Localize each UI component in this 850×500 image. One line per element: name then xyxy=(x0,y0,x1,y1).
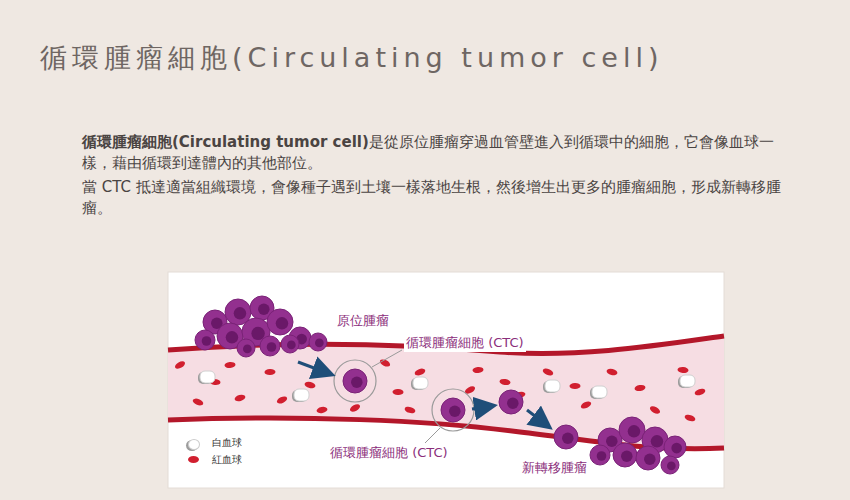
tumor-cell xyxy=(195,330,215,350)
red-blood-cell xyxy=(404,406,416,415)
legend-swatch xyxy=(188,456,199,463)
red-blood-cell xyxy=(694,387,706,396)
tumor-cell xyxy=(636,446,660,470)
cell-nucleus xyxy=(597,451,607,461)
tumor-cell xyxy=(664,436,686,458)
red-blood-cell xyxy=(569,383,580,389)
red-blood-cell xyxy=(224,362,235,369)
flow-arrow xyxy=(298,362,330,374)
legend-text: 白血球 xyxy=(212,436,242,450)
part-label: 原位腫瘤 xyxy=(335,312,391,330)
white-blood-cell xyxy=(200,371,215,383)
white-blood-cell xyxy=(592,386,607,398)
tumor-cell xyxy=(613,443,637,467)
tumor-cell xyxy=(260,336,280,356)
cell-nucleus xyxy=(315,339,324,348)
white-blood-cell xyxy=(294,389,309,401)
cell-nucleus xyxy=(351,376,363,388)
tumor-cell xyxy=(343,369,367,393)
cell-nucleus xyxy=(449,405,461,417)
cell-nucleus xyxy=(234,307,246,319)
red-blood-cell xyxy=(414,367,426,376)
cell-nucleus xyxy=(621,450,633,462)
page-title: 循環腫瘤細胞(Circulating tumor cell) xyxy=(40,40,664,76)
white-blood-cell xyxy=(545,380,560,392)
tumor-cell xyxy=(661,456,679,474)
red-blood-cell xyxy=(349,403,362,413)
ctc-ring xyxy=(334,360,376,402)
red-blood-cell xyxy=(606,368,618,376)
red-blood-cells xyxy=(174,358,706,423)
tumor-cell xyxy=(619,417,645,443)
part-label: 循環腫瘤細胞 (CTC) xyxy=(404,334,526,352)
tumor-cell xyxy=(554,425,578,449)
legend-swatch xyxy=(188,439,200,450)
tumor-cell xyxy=(237,339,255,357)
cell-nucleus xyxy=(258,303,270,315)
bold-term: 循環腫瘤細胞(Circulating tumor cell) xyxy=(82,133,369,151)
red-blood-cell xyxy=(304,381,316,389)
body-text: 當 CTC 抵達適當組織環境，會像種子遇到土壤一樣落地生根，然後增生出更多的腫瘤… xyxy=(82,177,782,219)
legend-text: 紅血球 xyxy=(212,453,242,467)
red-blood-cell xyxy=(276,395,289,405)
leader-line xyxy=(372,350,402,367)
cell-nucleus xyxy=(243,345,252,354)
tumor-cells xyxy=(195,296,686,474)
tumor-cell xyxy=(441,398,465,422)
red-blood-cell xyxy=(684,413,696,422)
cell-nucleus xyxy=(651,435,663,447)
cell-nucleus xyxy=(226,331,238,343)
cell-nucleus xyxy=(251,327,264,340)
red-blood-cell xyxy=(649,405,662,415)
red-blood-cell xyxy=(472,366,484,373)
red-blood-cell xyxy=(677,367,688,374)
tumor-cell xyxy=(281,335,299,353)
flow-arrow xyxy=(472,406,492,409)
leader-line xyxy=(425,428,440,443)
tumor-cell xyxy=(309,333,327,351)
red-blood-cell xyxy=(542,367,554,377)
red-blood-cell xyxy=(580,400,592,410)
cell-nucleus xyxy=(606,435,618,447)
ctc-ring xyxy=(432,389,474,431)
cell-nucleus xyxy=(267,342,277,352)
tumor-cell xyxy=(499,390,523,414)
red-blood-cell xyxy=(192,397,204,407)
flow-arrow xyxy=(527,410,548,426)
cell-nucleus xyxy=(667,462,676,471)
red-blood-cell xyxy=(316,406,328,414)
white-blood-cell xyxy=(413,377,428,389)
cell-nucleus xyxy=(671,443,682,454)
body-paragraph: 循環腫瘤細胞(Circulating tumor cell)是從原位腫瘤穿過血管… xyxy=(82,132,782,174)
vessel-lumen xyxy=(168,336,724,449)
white-blood-cell xyxy=(680,375,695,387)
cell-nucleus xyxy=(287,341,296,350)
red-blood-cell xyxy=(174,360,187,371)
part-label: 新轉移腫瘤 xyxy=(520,459,589,477)
cell-nucleus xyxy=(562,432,574,444)
red-blood-cell xyxy=(392,389,403,396)
tumor-cell xyxy=(267,309,293,335)
part-label: 循環腫瘤細胞 (CTC) xyxy=(328,444,450,462)
red-blood-cell xyxy=(234,394,246,403)
red-blood-cell xyxy=(499,378,511,385)
cell-nucleus xyxy=(507,397,519,409)
white-blood-cells xyxy=(198,371,695,402)
red-blood-cell xyxy=(264,369,275,375)
red-blood-cell xyxy=(634,384,646,392)
cell-nucleus xyxy=(202,336,212,346)
cell-nucleus xyxy=(628,425,640,437)
cell-nucleus xyxy=(644,453,656,465)
cell-nucleus xyxy=(276,317,288,329)
tumor-cell xyxy=(590,445,610,465)
figure-panel xyxy=(168,272,724,488)
